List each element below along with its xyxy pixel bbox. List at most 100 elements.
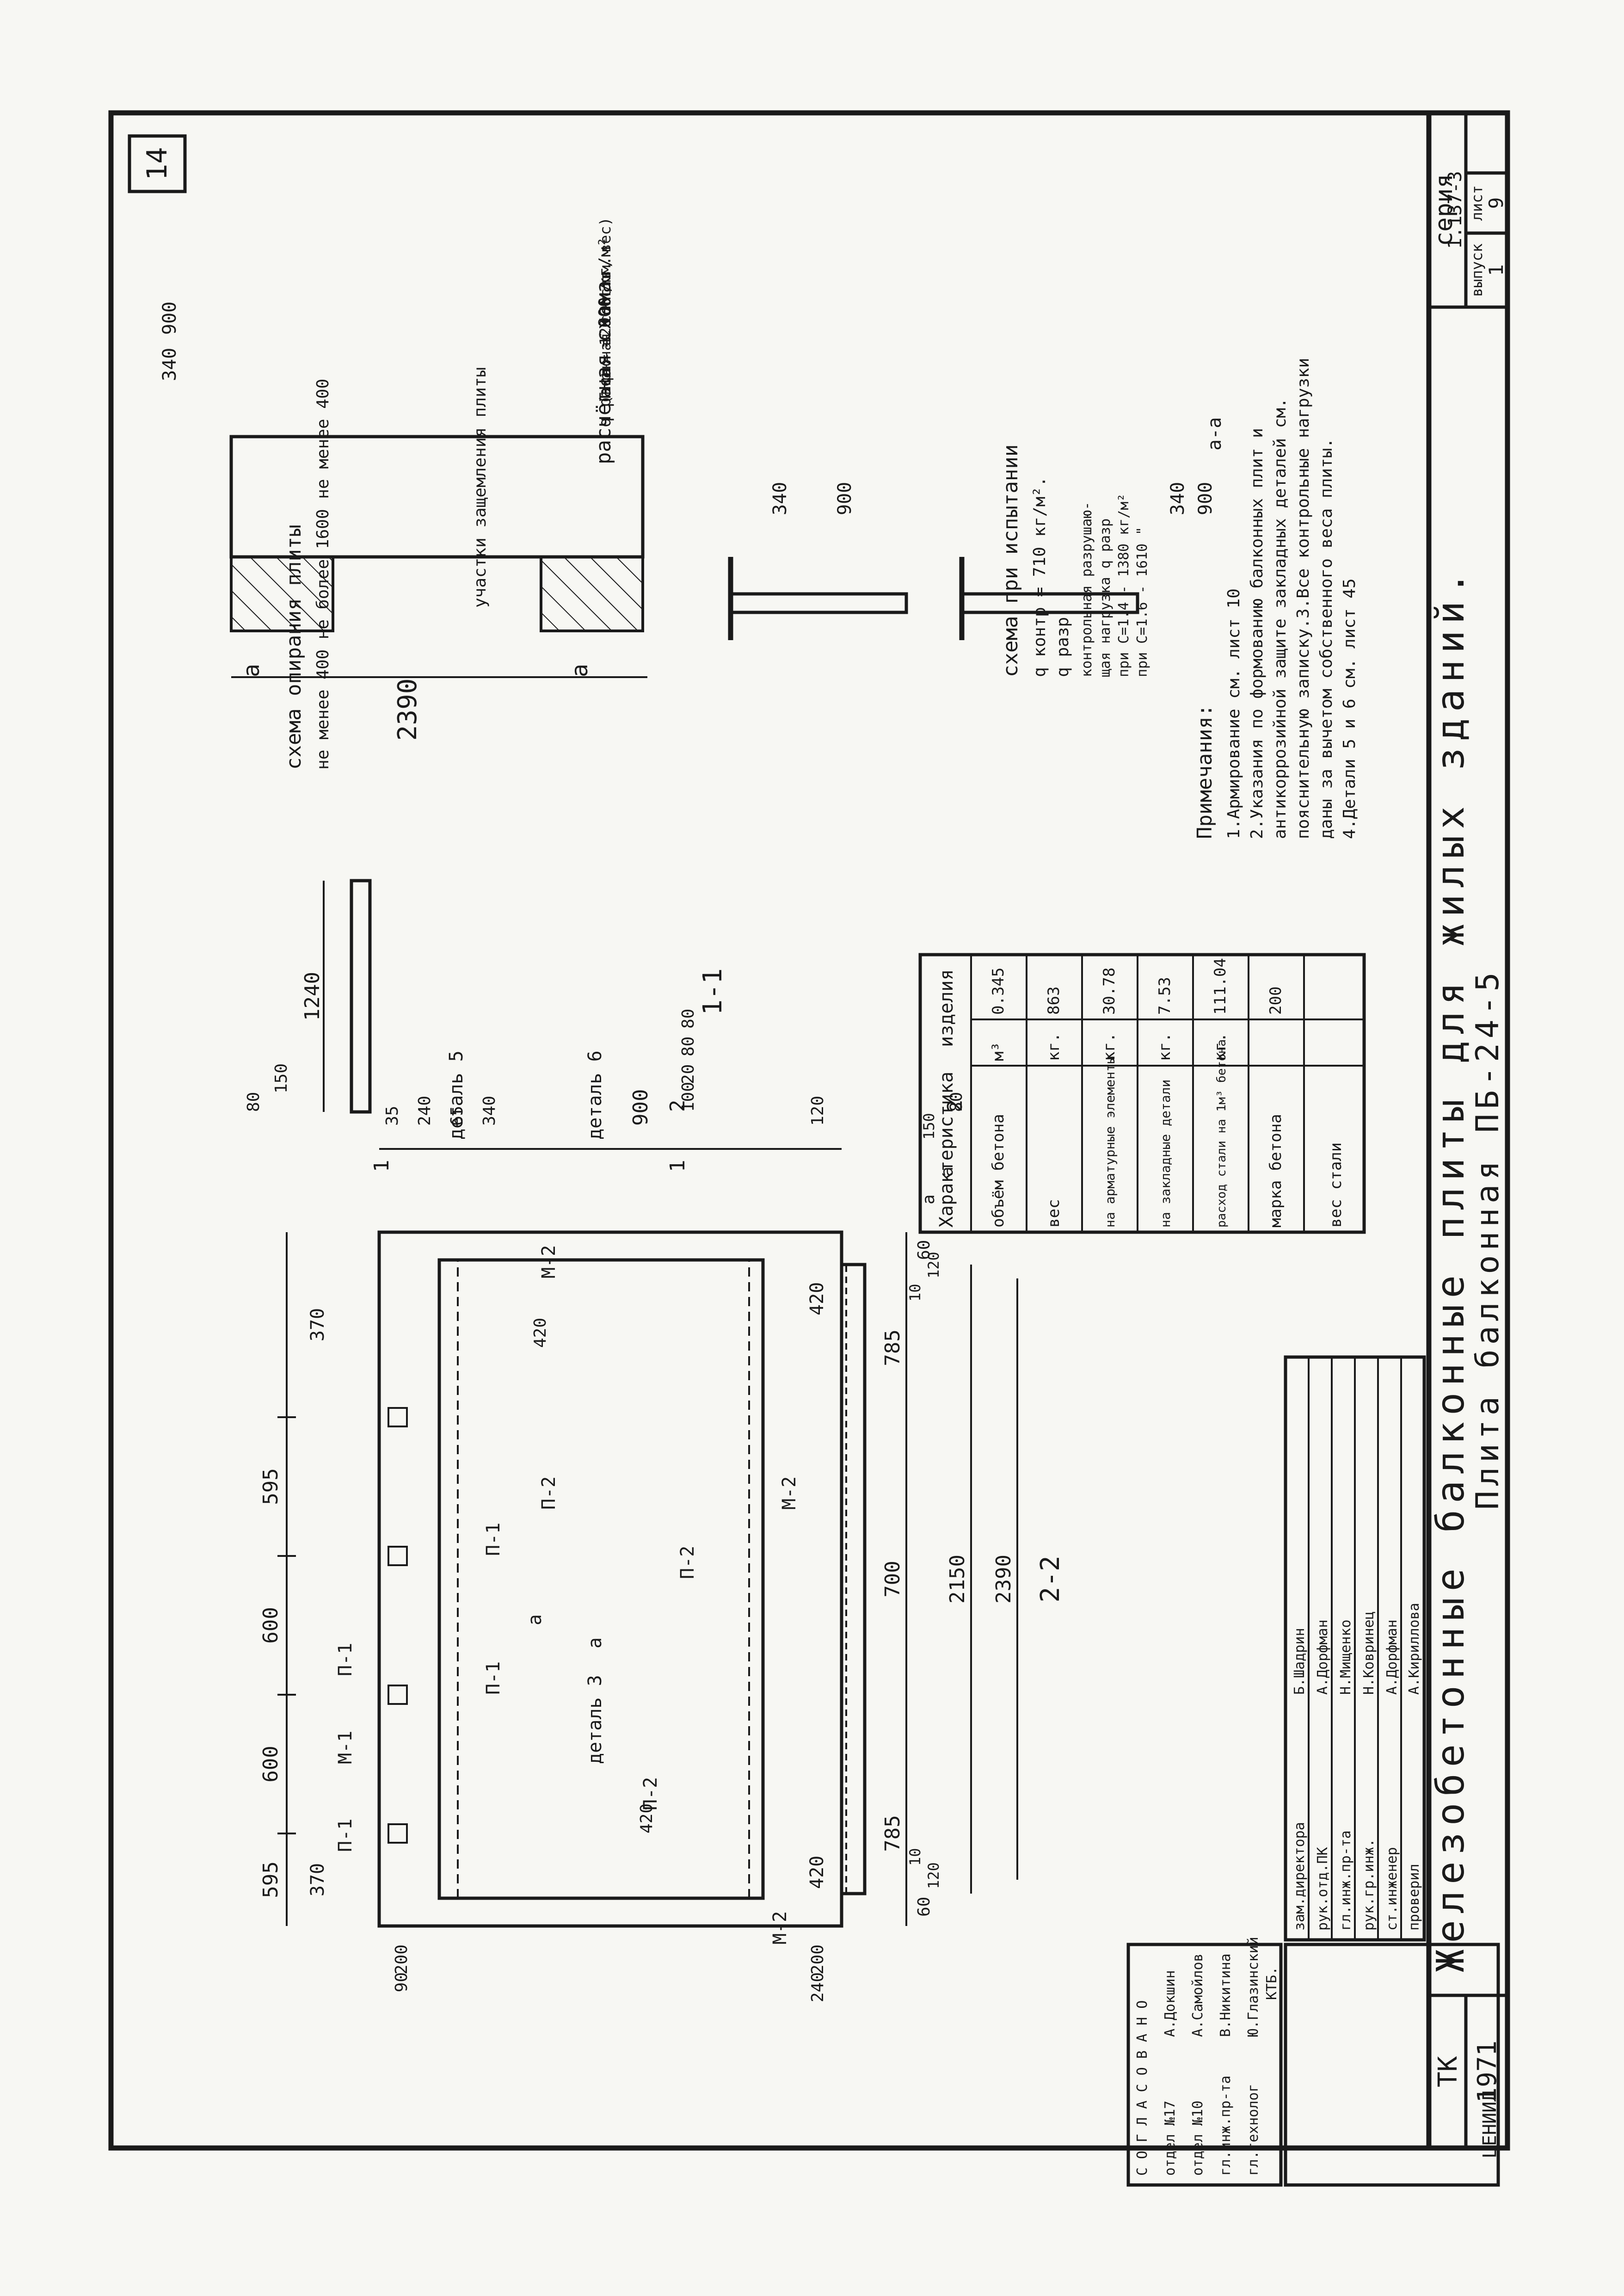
table-row-name: марка бетона bbox=[1267, 1114, 1285, 1228]
stamp-org: ЦЕНИИЛ bbox=[1479, 2091, 1501, 2158]
plan-dim: 785 bbox=[881, 1815, 904, 1852]
section-2-2-title: 2-2 bbox=[1035, 1555, 1065, 1602]
test-note: контрольная разрушаю- bbox=[1079, 502, 1095, 677]
plan-dim: 595 bbox=[259, 1861, 283, 1898]
section-1-1-dim: 100 bbox=[679, 1082, 698, 1112]
section-2-2-dim: 2390 bbox=[992, 1555, 1015, 1604]
plan-dim: 420 bbox=[637, 1803, 656, 1833]
table-row-name: на закладные детали bbox=[1158, 1080, 1173, 1228]
section-1-1-dim: 80 bbox=[679, 1037, 698, 1056]
signer-name: А.Дорфман bbox=[1384, 1619, 1400, 1695]
signer-role: ст.инженер bbox=[1384, 1847, 1400, 1931]
table-row-value: 863 bbox=[1045, 987, 1063, 1015]
issue-value: 1 bbox=[1485, 264, 1507, 276]
sheet-title: Железобетонные балконные плиты для жилых… bbox=[1429, 565, 1473, 1972]
plan-side-dim: 900 bbox=[629, 1089, 652, 1126]
section-2-2-dim: 420 bbox=[806, 1282, 828, 1315]
support-dim: 340 bbox=[159, 348, 180, 381]
plan-left-dim: 200 bbox=[808, 1944, 827, 1975]
section-1-1-dim: 80 bbox=[947, 1092, 966, 1112]
element-label: деталь 3 bbox=[584, 1675, 606, 1764]
calc-note: (включая собств. вес) bbox=[597, 217, 614, 404]
plan-dim: 700 bbox=[881, 1561, 904, 1597]
element-label: П-1 bbox=[483, 1523, 504, 1556]
section-2-2-dim: 120 bbox=[925, 1252, 942, 1278]
table-row-unit: кг. bbox=[1211, 1033, 1230, 1061]
section-1-1-slab bbox=[350, 879, 372, 1114]
table-row-unit: кг. bbox=[1100, 1033, 1119, 1061]
test-title: схема при испытании bbox=[999, 444, 1022, 677]
issue-label: выпуск bbox=[1468, 243, 1486, 297]
section-2-2-mark: а bbox=[919, 1194, 938, 1204]
element-label: П-2 bbox=[538, 1476, 560, 1510]
tk-label: ТК bbox=[1433, 2056, 1463, 2087]
element-label: П-1 bbox=[483, 1661, 504, 1695]
support-mark: а bbox=[239, 664, 265, 677]
table-row-name: на арматурные элементы bbox=[1102, 1056, 1118, 1228]
element-mark: а bbox=[524, 1614, 546, 1625]
table-row-value: 200 bbox=[1267, 987, 1285, 1015]
section-2-2-dim: 10 bbox=[906, 1848, 924, 1866]
section-1-1-dim: 150 bbox=[272, 1063, 291, 1093]
section-1-1-dim: 80 bbox=[244, 1092, 263, 1112]
test-load: q контр = 710 кг/м². bbox=[1030, 477, 1049, 677]
support-title: схема опирания плиты bbox=[282, 525, 306, 770]
section-2-2: 2150 2390 2-2 420 420 10 10 120 120 150 … bbox=[806, 1113, 1065, 1895]
note-line: 2.Указания по формованию балконных плит … bbox=[1248, 428, 1267, 839]
calc-dim: 900 bbox=[834, 482, 855, 515]
plan-left-dim: 240 bbox=[808, 1972, 827, 2002]
plan-left-dim: 90 bbox=[392, 1972, 411, 1992]
signer-name: А.Дорфман bbox=[1315, 1619, 1331, 1695]
support-hatch-right bbox=[540, 555, 644, 632]
table-row-unit: кг. bbox=[1156, 1033, 1174, 1061]
table-row-value: 111.04 bbox=[1211, 958, 1230, 1015]
plan-view: 595 600 600 595 370 370 785 700 785 60 6… bbox=[259, 1089, 967, 2003]
note-line: 4.Детали 5 и 6 см. лист 45 bbox=[1340, 578, 1359, 839]
note-line: даны за вычетом собственного веса плиты. bbox=[1317, 438, 1336, 839]
plan-dim: 600 bbox=[259, 1607, 283, 1643]
support-dim: 2390 bbox=[393, 679, 423, 741]
sheet-value: 9 bbox=[1485, 197, 1507, 209]
agreement-name: Ю.Глазинский bbox=[1245, 1937, 1261, 2037]
calc-title: расчётная схема bbox=[592, 281, 615, 464]
sheet-number: 14 bbox=[141, 147, 173, 180]
signer-role: зам.директора bbox=[1292, 1822, 1308, 1931]
signer-role: проверил bbox=[1406, 1864, 1422, 1931]
section-2-2-dim: 120 bbox=[925, 1862, 942, 1889]
note-line: пояснительную записку.3.Все контрольные … bbox=[1294, 358, 1313, 839]
test-dim: 340 bbox=[1167, 482, 1188, 515]
section-2-2-mark: а bbox=[938, 1167, 957, 1177]
plan-side-dim: 35 bbox=[383, 1106, 402, 1126]
support-scheme: 2390 схема опирания плиты не менее 400 н… bbox=[159, 302, 647, 770]
support-mark: а bbox=[567, 664, 593, 677]
table-row-unit: м³ bbox=[989, 1042, 1008, 1061]
slab-outline bbox=[377, 1230, 843, 1928]
support-note: не менее 400 не более 1600 не менее 400 bbox=[314, 379, 332, 770]
agreement-name: А.Докшин bbox=[1162, 1970, 1178, 2037]
element-label: М-2 bbox=[769, 1911, 791, 1944]
element-label: П-1 bbox=[335, 1819, 356, 1852]
series-value: 1.137-3 bbox=[1445, 171, 1466, 249]
series-label: серия bbox=[1430, 174, 1458, 247]
agreement-role: гл.технолог bbox=[1245, 2084, 1261, 2176]
agreement-role: отдел №17 bbox=[1162, 2100, 1178, 2176]
test-dim: 900 bbox=[1195, 482, 1216, 515]
element-label: М-2 bbox=[779, 1476, 800, 1510]
table-row-name: расход стали на 1м³ бетона bbox=[1215, 1039, 1229, 1228]
table-row-name: вес bbox=[1045, 1199, 1063, 1228]
signer-role: рук.гр.инж. bbox=[1361, 1839, 1377, 1931]
element-label: П-1 bbox=[335, 1643, 356, 1676]
section-2-2-dim: 150 bbox=[920, 1113, 938, 1140]
plan-dim: 595 bbox=[259, 1468, 283, 1505]
cut-mark: 2 bbox=[666, 1100, 689, 1112]
section-2-2-dim: 2150 bbox=[946, 1555, 969, 1604]
test-note: щая нагрузка q разр bbox=[1097, 518, 1113, 677]
plan-dim: 370 bbox=[307, 1308, 328, 1341]
calc-dim: 340 bbox=[769, 482, 791, 515]
section-2-2-dim: 10 bbox=[906, 1284, 924, 1302]
calc-load: q расч. = 900 кг/м² bbox=[596, 237, 615, 427]
agreement-role: отдел №10 bbox=[1190, 2100, 1206, 2176]
detail-callout: деталь 5 bbox=[446, 1050, 467, 1140]
agreement-name: А.Самойлов bbox=[1190, 1953, 1206, 2037]
